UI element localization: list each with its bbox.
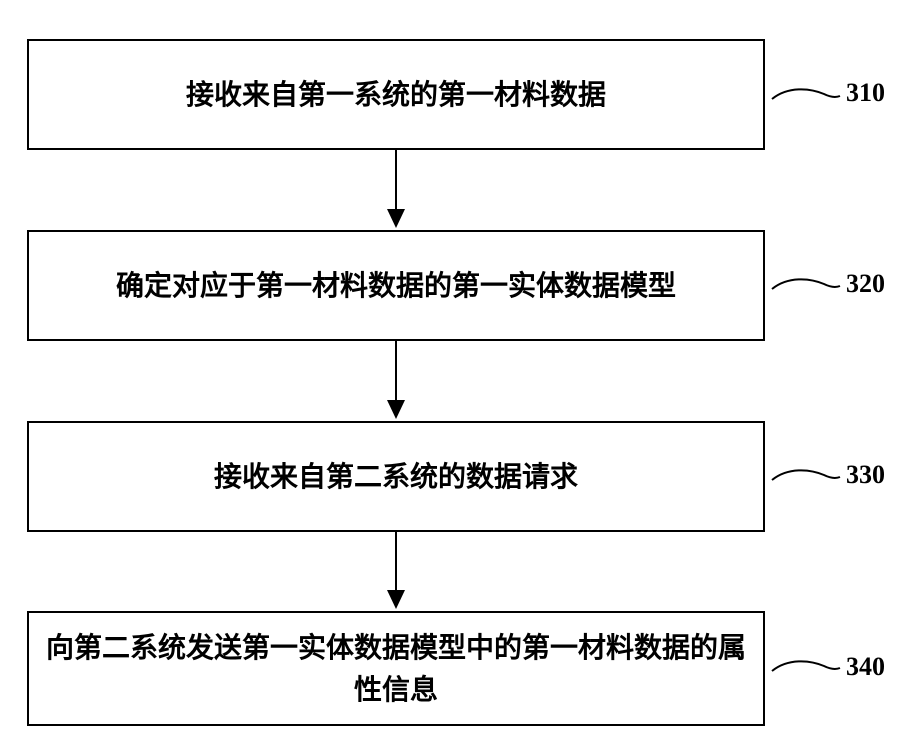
leader-curve-340 [772, 661, 840, 671]
leader-curve-310 [772, 89, 840, 99]
ref-label-340: 340 [846, 652, 885, 682]
leader-curve-330 [772, 470, 840, 480]
ref-label-320: 320 [846, 269, 885, 299]
ref-label-310: 310 [846, 78, 885, 108]
step-310-text: 接收来自第一系统的第一材料数据 [176, 74, 616, 116]
step-320-text: 确定对应于第一材料数据的第一实体数据模型 [106, 265, 686, 307]
flow-arrow-310-320 [387, 150, 405, 228]
step-340-text: 向第二系统发送第一实体数据模型中的第一材料数据的属性信息 [36, 627, 756, 711]
flow-arrow-330-340 [387, 532, 405, 609]
step-320-box: 确定对应于第一材料数据的第一实体数据模型 [27, 230, 765, 341]
step-340-box: 向第二系统发送第一实体数据模型中的第一材料数据的属性信息 [27, 611, 765, 726]
leader-curve-320 [772, 279, 840, 289]
step-330-box: 接收来自第二系统的数据请求 [27, 421, 765, 532]
step-310-box: 接收来自第一系统的第一材料数据 [27, 39, 765, 150]
step-330-text: 接收来自第二系统的数据请求 [204, 456, 588, 498]
ref-label-330: 330 [846, 460, 885, 490]
flow-arrow-320-330 [387, 341, 405, 419]
